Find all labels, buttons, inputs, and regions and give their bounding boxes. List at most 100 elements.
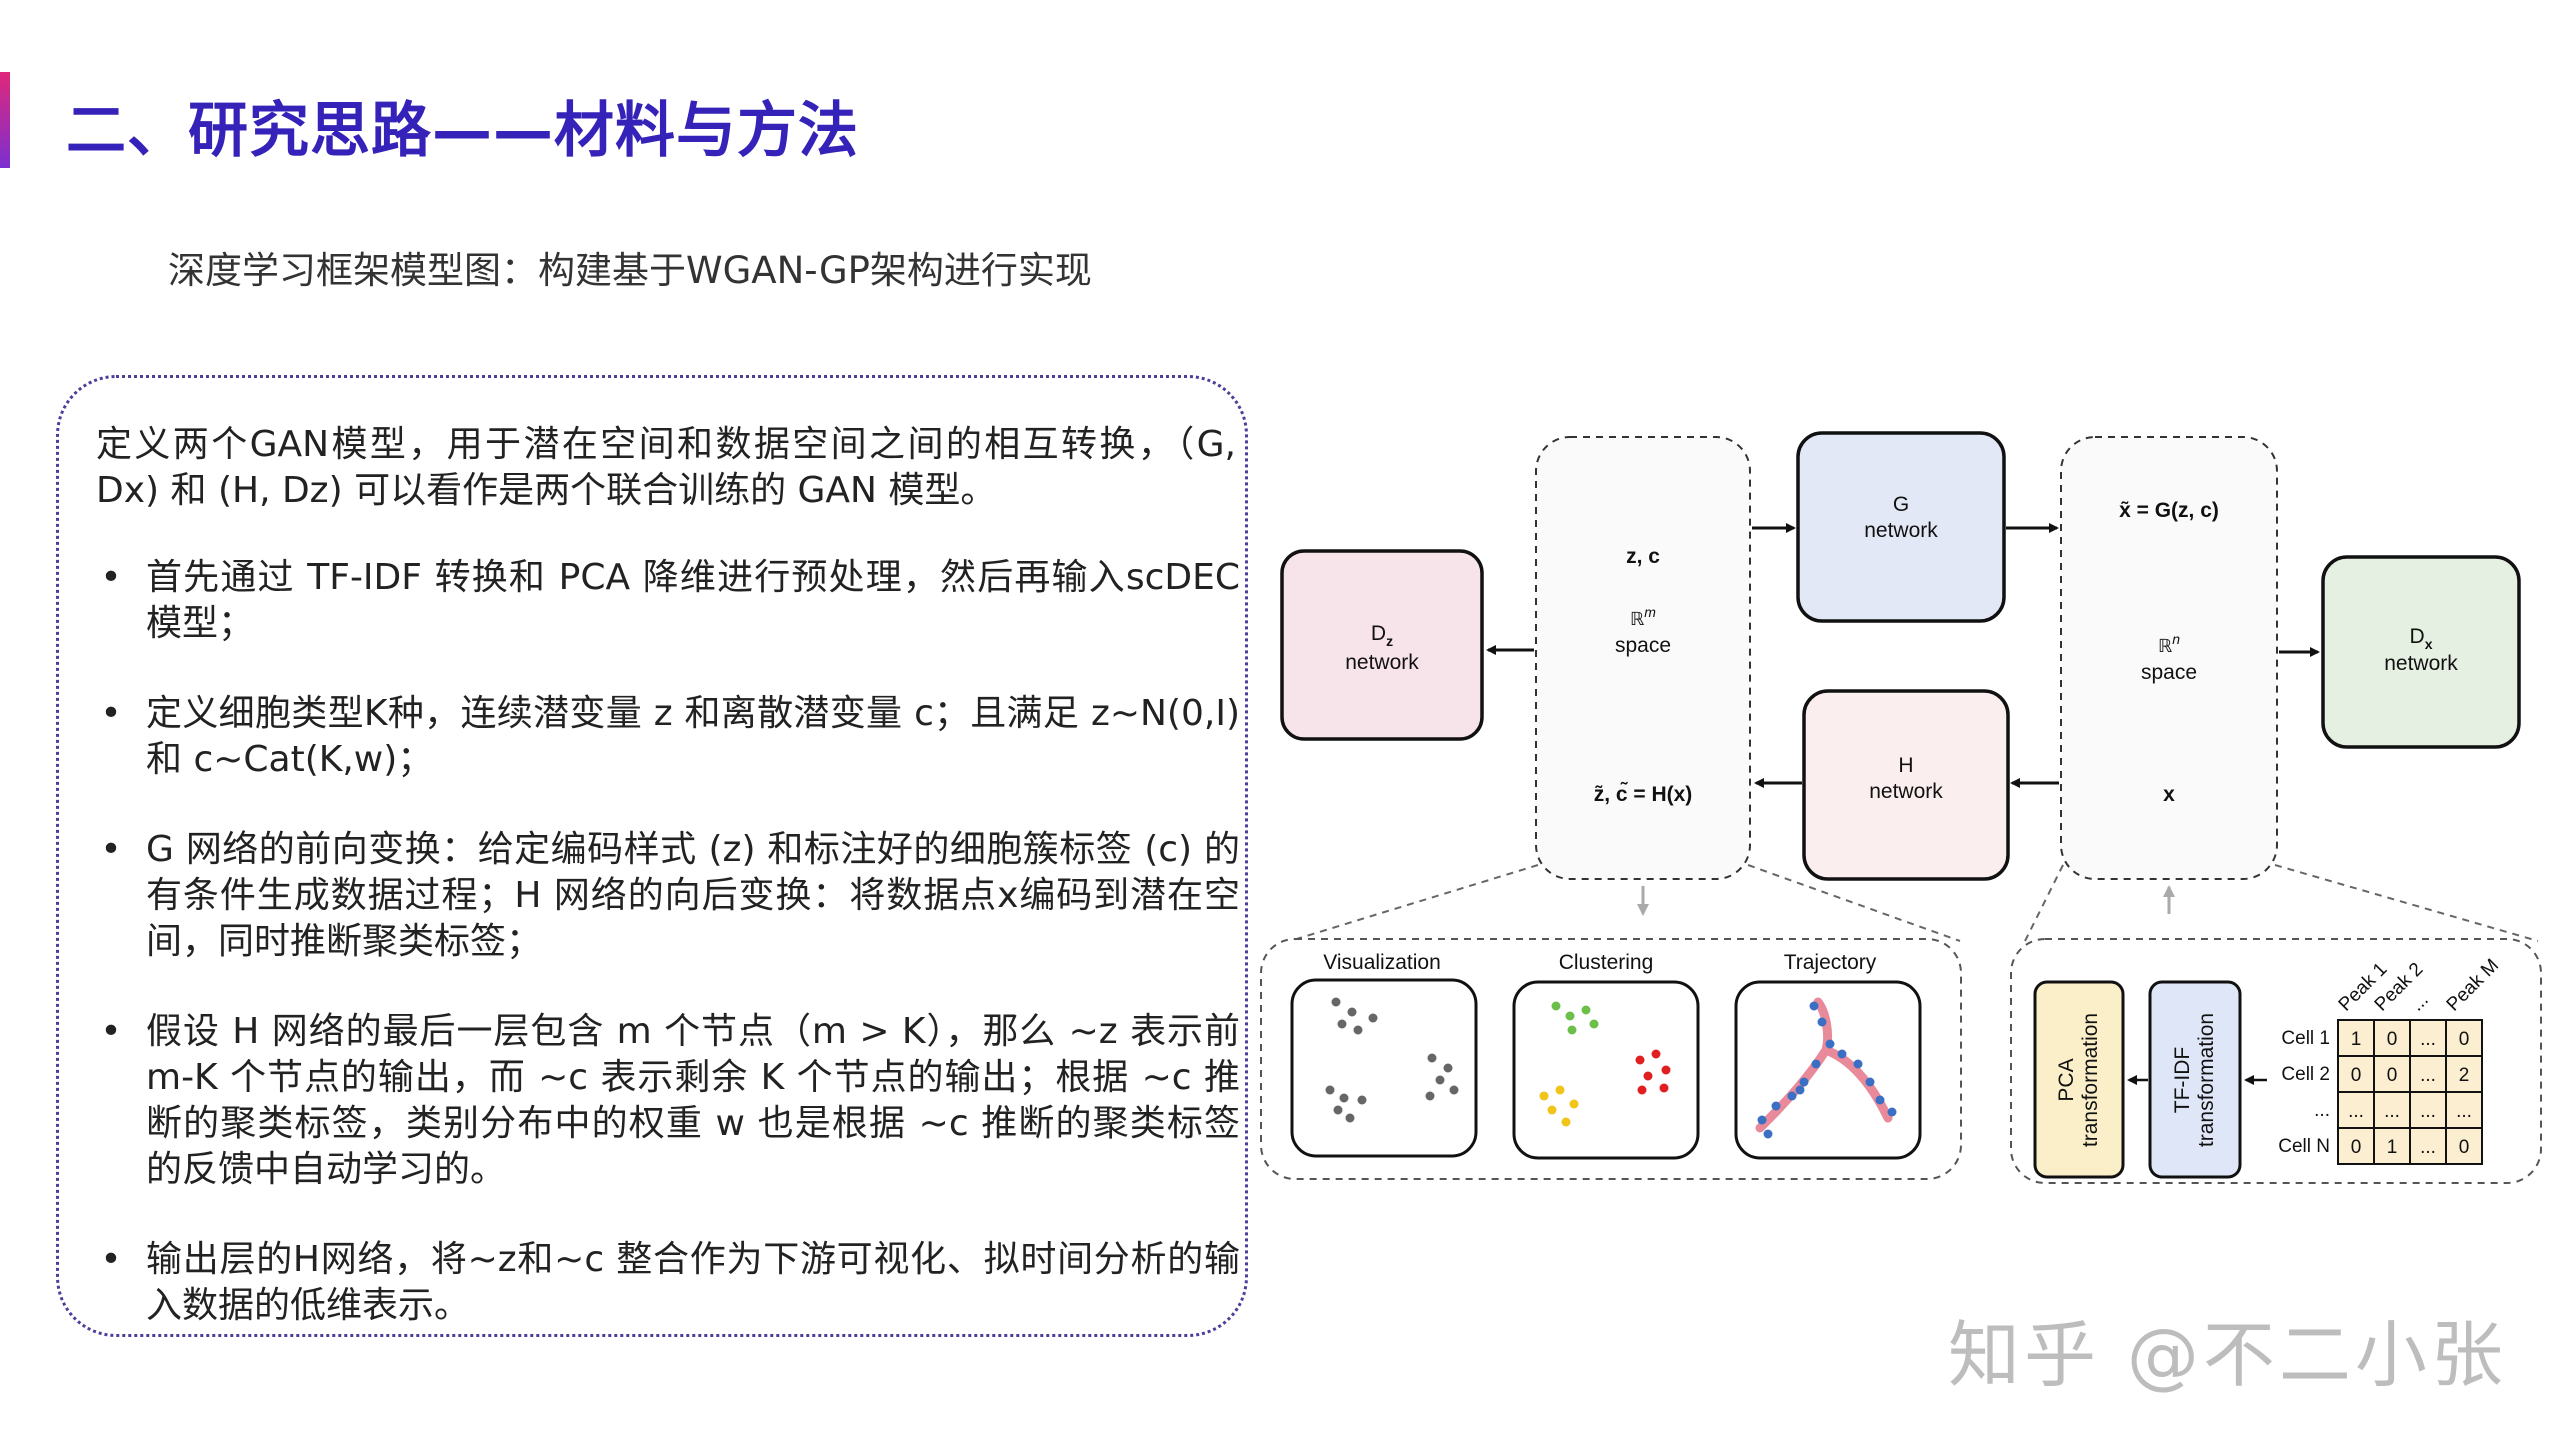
cluster-point-red bbox=[1651, 1049, 1661, 1059]
bullet-text: 首先通过 TF-IDF 转换和 PCA 降维进行预处理，然后再输入scDEC 模… bbox=[146, 557, 1240, 644]
clustering-label: Clustering bbox=[1559, 951, 1654, 974]
matrix-value: 1 bbox=[2387, 1137, 2398, 1158]
matrix-cell bbox=[2337, 1127, 2375, 1165]
h-network-node: H network bbox=[1802, 689, 2010, 881]
cluster-point-green bbox=[1589, 1019, 1599, 1029]
matrix-value: 0 bbox=[2351, 1137, 2362, 1158]
dx-subscript: x bbox=[2425, 636, 2433, 652]
visualization-point bbox=[1347, 1007, 1357, 1017]
data-real-symbol: ℝ bbox=[2158, 636, 2172, 656]
g-network-text: network bbox=[1864, 519, 1938, 542]
trajectory-points bbox=[1757, 1001, 1897, 1139]
bullet-item: •假设 H 网络的最后一层包含 m 个节点（m > K），那么 ~z 表示前 m… bbox=[96, 1009, 1240, 1193]
matrix-cell bbox=[2373, 1055, 2411, 1093]
bullet-item: •G 网络的前向变换：给定编码样式 (z) 和标注好的细胞簇标签 (c) 的有条… bbox=[96, 827, 1240, 965]
dz-subscript: z bbox=[1386, 633, 1393, 649]
latent-zc-label: z, c bbox=[1626, 545, 1660, 568]
trajectory-plot bbox=[1734, 980, 1922, 1160]
latent-encoder-output-label: z̃, c̃ = H(x) bbox=[1594, 782, 1693, 806]
visualization-label: Visualization bbox=[1323, 951, 1441, 974]
bullet-item: • 首先通过 TF-IDF 转换和 PCA 降维进行预处理，然后再输入scDEC … bbox=[96, 555, 1240, 647]
matrix-cell bbox=[2409, 1127, 2447, 1165]
trajectory-point bbox=[1771, 1101, 1781, 1111]
cluster-point-green bbox=[1567, 1025, 1577, 1035]
cluster-point-red bbox=[1661, 1065, 1671, 1075]
matrix-cell bbox=[2409, 1091, 2447, 1129]
visualization-point bbox=[1353, 1025, 1363, 1035]
bullet-item: •输出层的H网络，将~z和~c 整合作为下游可视化、拟时间分析的输入数据的低维表… bbox=[96, 1237, 1240, 1329]
cluster-point-red bbox=[1635, 1055, 1645, 1065]
visualization-point bbox=[1443, 1063, 1453, 1073]
visualization-point bbox=[1357, 1095, 1367, 1105]
bullet-dot: • bbox=[100, 1011, 122, 1052]
bullet-text: 定义细胞类型K种，连续潜变量 z 和离散潜变量 c；且满足 z~N(0,I) 和… bbox=[146, 693, 1240, 780]
trajectory-point bbox=[1837, 1049, 1847, 1059]
latent-real-symbol: ℝ bbox=[1630, 609, 1644, 629]
svg-text:ℝn: ℝn bbox=[2158, 631, 2180, 656]
data-exponent: n bbox=[2172, 631, 2180, 647]
trajectory-point bbox=[1811, 1059, 1821, 1069]
matrix-value: 0 bbox=[2351, 1065, 2362, 1086]
matrix-cell bbox=[2445, 1055, 2483, 1093]
visualization-point bbox=[1325, 1085, 1335, 1095]
pca-transformation-box bbox=[2033, 980, 2125, 1179]
cluster-point-red bbox=[1659, 1083, 1669, 1093]
description-box bbox=[56, 375, 1248, 1337]
matrix-value: 2 bbox=[2459, 1065, 2470, 1086]
cluster-point-red bbox=[1637, 1085, 1647, 1095]
bullet-item: • 定义细胞类型K种，连续潜变量 z 和离散潜变量 c；且满足 z~N(0,I) … bbox=[96, 691, 1240, 783]
cluster-point-green bbox=[1581, 1005, 1591, 1015]
data-generated-label: x̃ = G(z, c) bbox=[2119, 499, 2219, 522]
trajectory-point bbox=[1799, 1077, 1809, 1087]
trajectory-point bbox=[1865, 1077, 1875, 1087]
cluster-point-yellow bbox=[1555, 1085, 1565, 1095]
data-space-panel: x̃ = G(z, c) ℝn space x bbox=[2060, 436, 2278, 880]
pca-sublabel: transformation bbox=[2079, 1013, 2102, 1147]
cell-label: ... bbox=[2314, 1100, 2330, 1121]
trajectory-point bbox=[1763, 1129, 1773, 1139]
matrix-value: ... bbox=[2420, 1065, 2436, 1086]
matrix-cell bbox=[2337, 1019, 2375, 1057]
bullet-dot: • bbox=[100, 829, 122, 870]
visualization-point bbox=[1427, 1053, 1437, 1063]
cluster-point-yellow bbox=[1561, 1117, 1571, 1127]
latent-exponent: m bbox=[1644, 604, 1656, 620]
svg-text:Dx: Dx bbox=[2410, 625, 2433, 652]
peak-label: ... bbox=[2407, 989, 2433, 1015]
matrix-cell bbox=[2445, 1091, 2483, 1129]
cell-label: Cell 1 bbox=[2281, 1028, 2330, 1049]
matrix-value: ... bbox=[2420, 1137, 2436, 1158]
visualization-point bbox=[1449, 1085, 1459, 1095]
visualization-point bbox=[1345, 1113, 1355, 1123]
data-space-label: space bbox=[2141, 661, 2197, 684]
clustering-scatter bbox=[1539, 1001, 1671, 1127]
cell-label: Cell 2 bbox=[2281, 1064, 2330, 1085]
svg-text:Dz: Dz bbox=[1371, 622, 1393, 649]
matrix-value: 0 bbox=[2459, 1137, 2470, 1158]
trajectory-point bbox=[1817, 1017, 1827, 1027]
visualization-point bbox=[1368, 1013, 1378, 1023]
preprocessing-panel: PCA transformation TF-IDF transformation… bbox=[2010, 938, 2542, 1184]
dz-network-node: Dz network bbox=[1280, 549, 1484, 741]
trajectory-point bbox=[1757, 1115, 1767, 1125]
cluster-point-red bbox=[1643, 1071, 1653, 1081]
latent-space-label: space bbox=[1615, 634, 1671, 657]
peak-label: Peak M bbox=[2443, 955, 2503, 1015]
bullet-list: • 首先通过 TF-IDF 转换和 PCA 降维进行预处理，然后再输入scDEC … bbox=[96, 555, 1240, 1373]
bullet-dot: • bbox=[100, 693, 122, 734]
dz-network-text: network bbox=[1345, 651, 1419, 674]
tfidf-sublabel: transformation bbox=[2195, 1013, 2218, 1147]
tfidf-label: TF-IDF bbox=[2171, 1047, 2194, 1113]
visualization-point bbox=[1337, 1019, 1347, 1029]
bullet-dot: • bbox=[100, 557, 122, 598]
diagram-caption: 深度学习框架模型图：构建基于WGAN-GP架构进行实现 bbox=[168, 249, 1092, 292]
visualization-point bbox=[1333, 1105, 1343, 1115]
watermark: 知乎 @不二小张 bbox=[1948, 1313, 2507, 1397]
trajectory-point bbox=[1875, 1095, 1885, 1105]
dx-label: D bbox=[2410, 625, 2425, 648]
matrix-value: ... bbox=[2420, 1101, 2436, 1122]
matrix-value: ... bbox=[2384, 1101, 2400, 1122]
trajectory-path bbox=[1755, 997, 1893, 1133]
trajectory-point bbox=[1787, 1091, 1797, 1101]
